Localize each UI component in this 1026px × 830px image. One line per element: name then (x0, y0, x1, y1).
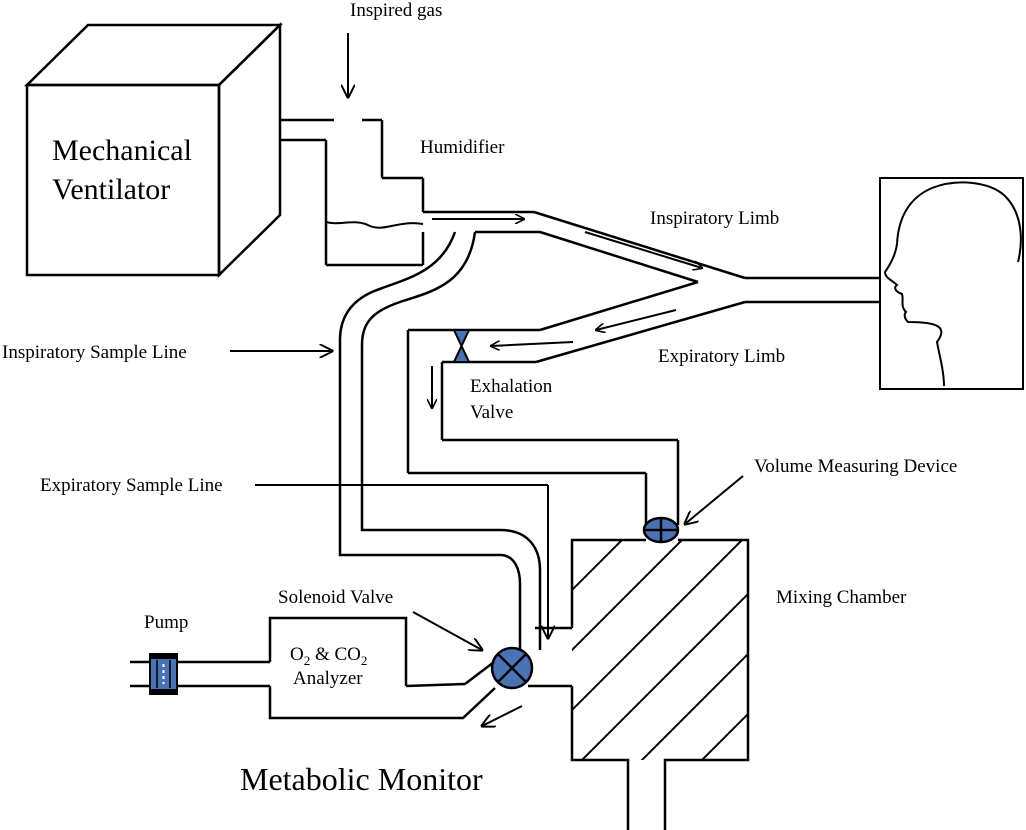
volume-measuring-device-label: Volume Measuring Device (754, 456, 957, 477)
inspiratory-sample-line: Inspiratory Sample Line (2, 231, 542, 650)
chamber-connector (528, 626, 572, 688)
ventilator-label-line2: Ventilator (52, 173, 170, 206)
humidifier-label: Humidifier (420, 137, 505, 158)
inspiratory-limb: Inspiratory Limb (423, 208, 779, 284)
exhalation-valve-label-line1: Exhalation (470, 376, 553, 397)
inspired-gas-arrow: Inspired gas (348, 0, 442, 97)
expiratory-limb-label: Expiratory Limb (658, 346, 785, 367)
humidifier: Humidifier (280, 118, 505, 267)
analyzer-label-line2: Analyzer (293, 668, 363, 689)
mixing-chamber-label: Mixing Chamber (776, 587, 907, 608)
pump: Pump (130, 612, 270, 695)
inspiratory-limb-label: Inspiratory Limb (650, 208, 779, 229)
exhalation-valve-label-line2: Valve (470, 402, 513, 423)
metabolic-monitor-title: Metabolic Monitor (240, 761, 483, 797)
inspired-gas-label: Inspired gas (350, 0, 442, 21)
inspiratory-sample-line-label: Inspiratory Sample Line (2, 342, 187, 363)
mixing-chamber: Mixing Chamber (570, 538, 907, 830)
gas-analyzer: O2 & CO2 Analyzer (268, 616, 523, 726)
expiratory-sample-line-label: Expiratory Sample Line (40, 475, 223, 496)
patient-connector (745, 276, 880, 304)
expiratory-sample-line: Expiratory Sample Line (40, 475, 548, 638)
patient-head (879, 177, 1024, 390)
ventilator-label-line1: Mechanical (52, 134, 192, 167)
mechanical-ventilator: Mechanical Ventilator (23, 22, 284, 278)
exhalation-valve: Exhalation Valve (452, 329, 553, 423)
exhaust-line (406, 330, 680, 525)
volume-measuring-device: Volume Measuring Device (642, 456, 957, 544)
pump-label: Pump (144, 612, 188, 633)
analyzer-label-line1: O2 & CO2 (290, 644, 367, 668)
solenoid-valve-label: Solenoid Valve (278, 587, 393, 608)
expiratory-limb: Expiratory Limb (408, 280, 785, 367)
solenoid-valve: Solenoid Valve (278, 587, 534, 690)
